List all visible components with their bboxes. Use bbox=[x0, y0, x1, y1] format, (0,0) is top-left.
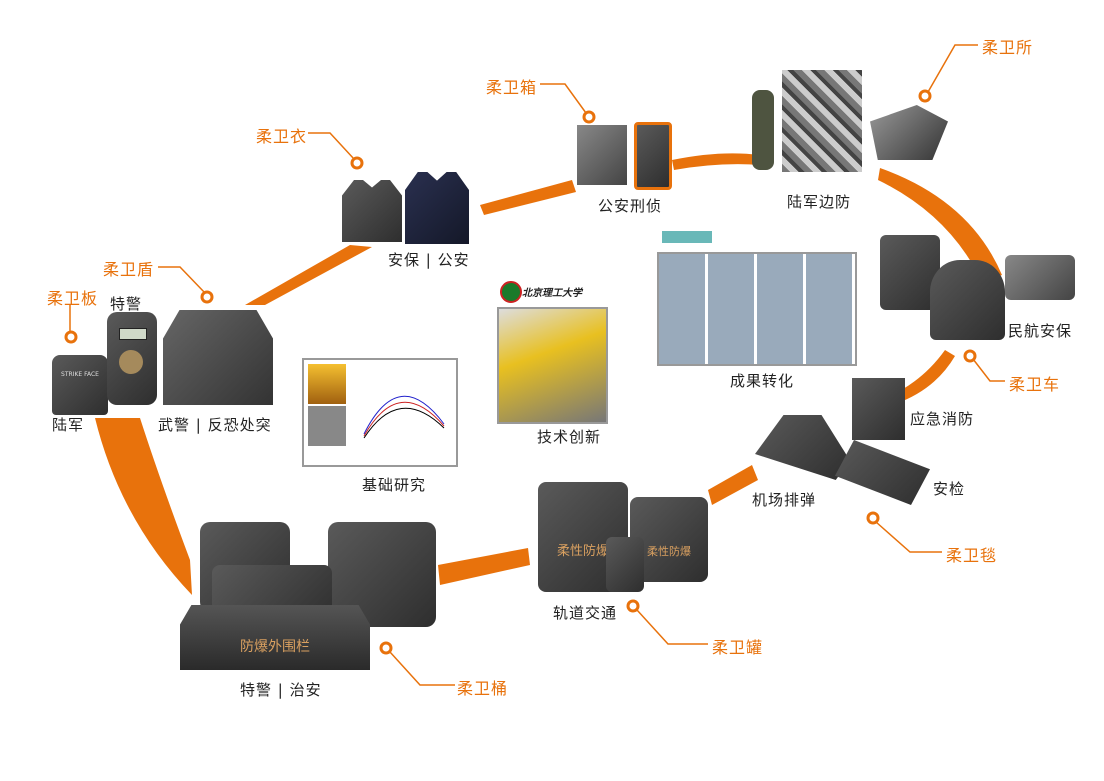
transfer-image bbox=[657, 252, 857, 366]
board-name: 柔卫板 bbox=[47, 289, 99, 308]
blanket-use-3: 安检 bbox=[933, 480, 966, 498]
box-name: 柔卫箱 bbox=[486, 78, 538, 97]
innovation-image bbox=[497, 307, 608, 424]
vest-name: 柔卫衣 bbox=[256, 127, 308, 146]
marker-circle bbox=[582, 110, 596, 124]
leader-line bbox=[540, 83, 587, 114]
shield-name: 柔卫盾 bbox=[103, 260, 155, 279]
vest-product bbox=[405, 172, 469, 244]
leader-line bbox=[158, 266, 206, 294]
university-logo-icon bbox=[500, 281, 522, 303]
marker-circle bbox=[963, 349, 977, 363]
arc-segment bbox=[438, 548, 530, 585]
innovation-label: 技术创新 bbox=[537, 428, 602, 446]
leader-line bbox=[875, 521, 942, 553]
arc-segment bbox=[880, 350, 955, 404]
company-logo-icon bbox=[662, 231, 712, 243]
arc-segment bbox=[245, 245, 372, 305]
emblem-icon bbox=[119, 350, 143, 374]
marker-circle bbox=[200, 290, 214, 304]
marker-circle bbox=[866, 511, 880, 525]
smoke-photo bbox=[308, 406, 346, 446]
research-chart bbox=[363, 396, 445, 439]
can-use: 轨道交通 bbox=[553, 604, 618, 622]
vehicle-name: 柔卫车 bbox=[1009, 375, 1061, 394]
small-robot-product bbox=[1005, 255, 1075, 300]
vest-use-1: 安保 bbox=[388, 251, 421, 269]
leader-line bbox=[927, 44, 978, 93]
vest-use: 安保 | 公安 bbox=[388, 251, 470, 269]
bucket-use-1: 特警 bbox=[240, 681, 273, 699]
wall-use-1: 武警 bbox=[158, 416, 191, 434]
university-logo-text: 北京理工大学 bbox=[522, 288, 582, 299]
vest-product bbox=[342, 180, 402, 242]
leader-line bbox=[636, 609, 708, 645]
blanket-name: 柔卫毯 bbox=[946, 546, 998, 565]
blanket-use-1: 应急消防 bbox=[910, 410, 975, 428]
explosion-photo bbox=[308, 364, 346, 404]
robot-vehicle-product bbox=[930, 260, 1005, 340]
bucket-name: 柔卫桶 bbox=[457, 679, 509, 698]
arc-segment bbox=[672, 153, 760, 170]
arc-segment bbox=[480, 180, 576, 215]
vehicle-use: 民航安保 bbox=[1008, 322, 1073, 340]
box-product bbox=[577, 125, 627, 185]
wall-use: 武警 | 反恐处突 bbox=[158, 416, 272, 434]
board-product: STRIKE FACE bbox=[52, 355, 108, 415]
board-use: 陆军 bbox=[52, 416, 85, 434]
shield-use: 特警 bbox=[110, 295, 143, 313]
leader-line bbox=[972, 358, 1005, 382]
marker-circle bbox=[64, 330, 78, 344]
marker-circle bbox=[626, 599, 640, 613]
research-label: 基础研究 bbox=[362, 476, 427, 494]
arc-segment bbox=[708, 465, 758, 505]
arc-segment bbox=[95, 418, 192, 595]
box-product bbox=[634, 122, 672, 190]
marker-circle bbox=[379, 641, 393, 655]
riot-shield-product bbox=[107, 312, 157, 405]
transfer-label: 成果转化 bbox=[730, 372, 795, 390]
wall-use-2: 反恐处突 bbox=[207, 416, 272, 434]
blanket-use-2: 机场排弹 bbox=[752, 491, 817, 509]
can-name: 柔卫罐 bbox=[712, 638, 764, 657]
guard-post-product bbox=[782, 70, 862, 172]
post-use: 陆军边防 bbox=[787, 193, 852, 211]
marker-circle bbox=[918, 89, 932, 103]
leader-line bbox=[308, 132, 355, 160]
leader-line bbox=[389, 651, 455, 686]
arc-segment bbox=[878, 168, 1002, 282]
bucket-use-2: 治安 bbox=[289, 681, 322, 699]
marker-circle bbox=[350, 156, 364, 170]
blanket-bag-product bbox=[852, 378, 905, 440]
can-product bbox=[606, 537, 644, 592]
shield-display bbox=[119, 328, 147, 340]
protective-wall-product bbox=[163, 310, 273, 405]
box-use: 公安刑侦 bbox=[598, 197, 663, 215]
post-name: 柔卫所 bbox=[982, 38, 1034, 57]
soldier-figure bbox=[752, 90, 774, 170]
fence-product: 防爆外围栏 bbox=[180, 605, 370, 670]
bucket-use: 特警 | 治安 bbox=[240, 681, 322, 699]
research-image bbox=[302, 358, 458, 467]
vest-use-2: 公安 bbox=[437, 251, 470, 269]
